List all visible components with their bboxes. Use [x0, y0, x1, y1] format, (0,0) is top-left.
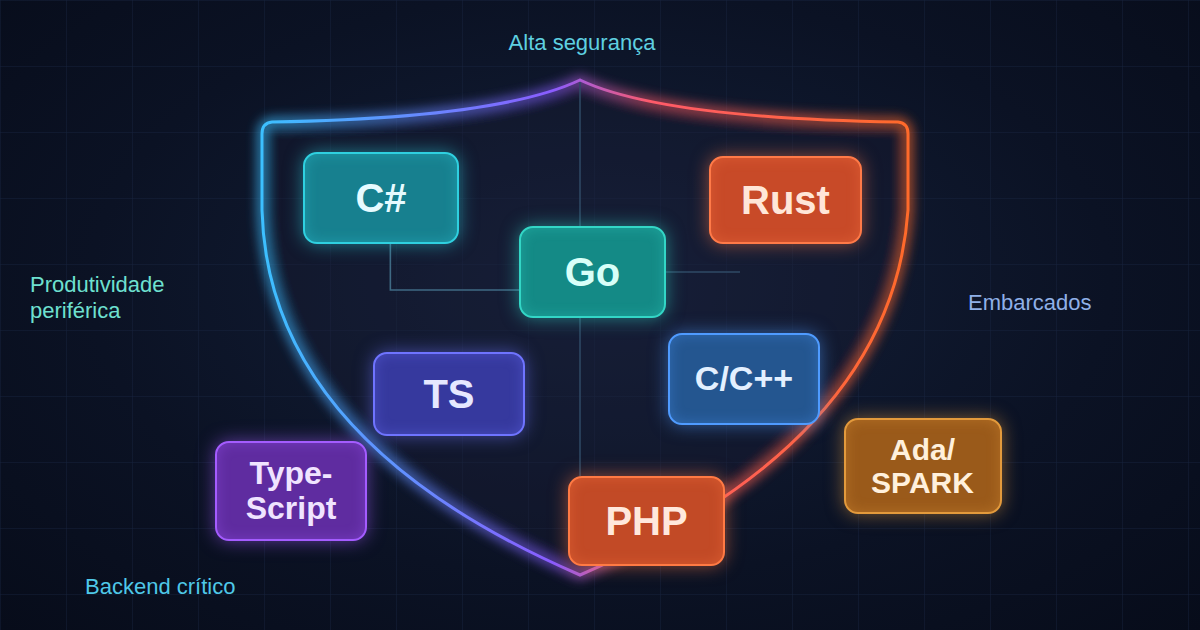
language-box: Type- Script [215, 441, 367, 541]
language-name: Type- Script [236, 456, 346, 526]
language-box: C# [303, 152, 459, 244]
language-box: Rust [709, 156, 862, 244]
language-box: Ada/ SPARK [844, 418, 1002, 514]
language-box: C/C++ [668, 333, 820, 425]
language-name: Go [565, 250, 621, 294]
language-name: C# [355, 176, 406, 220]
language-name: Rust [741, 178, 830, 222]
language-box: TS [373, 352, 525, 436]
language-name: TS [423, 372, 474, 416]
connector-line [390, 244, 519, 290]
language-name: Ada/ SPARK [858, 433, 988, 499]
axis-label: Alta segurança [509, 30, 656, 56]
language-name: PHP [605, 499, 687, 543]
language-name: C/C++ [695, 360, 793, 397]
axis-label: Produtividade periférica [30, 272, 240, 325]
language-box: Go [519, 226, 666, 318]
language-box: PHP [568, 476, 725, 566]
axis-label: Backend crítico [85, 574, 235, 600]
axis-label: Embarcados [968, 290, 1092, 316]
